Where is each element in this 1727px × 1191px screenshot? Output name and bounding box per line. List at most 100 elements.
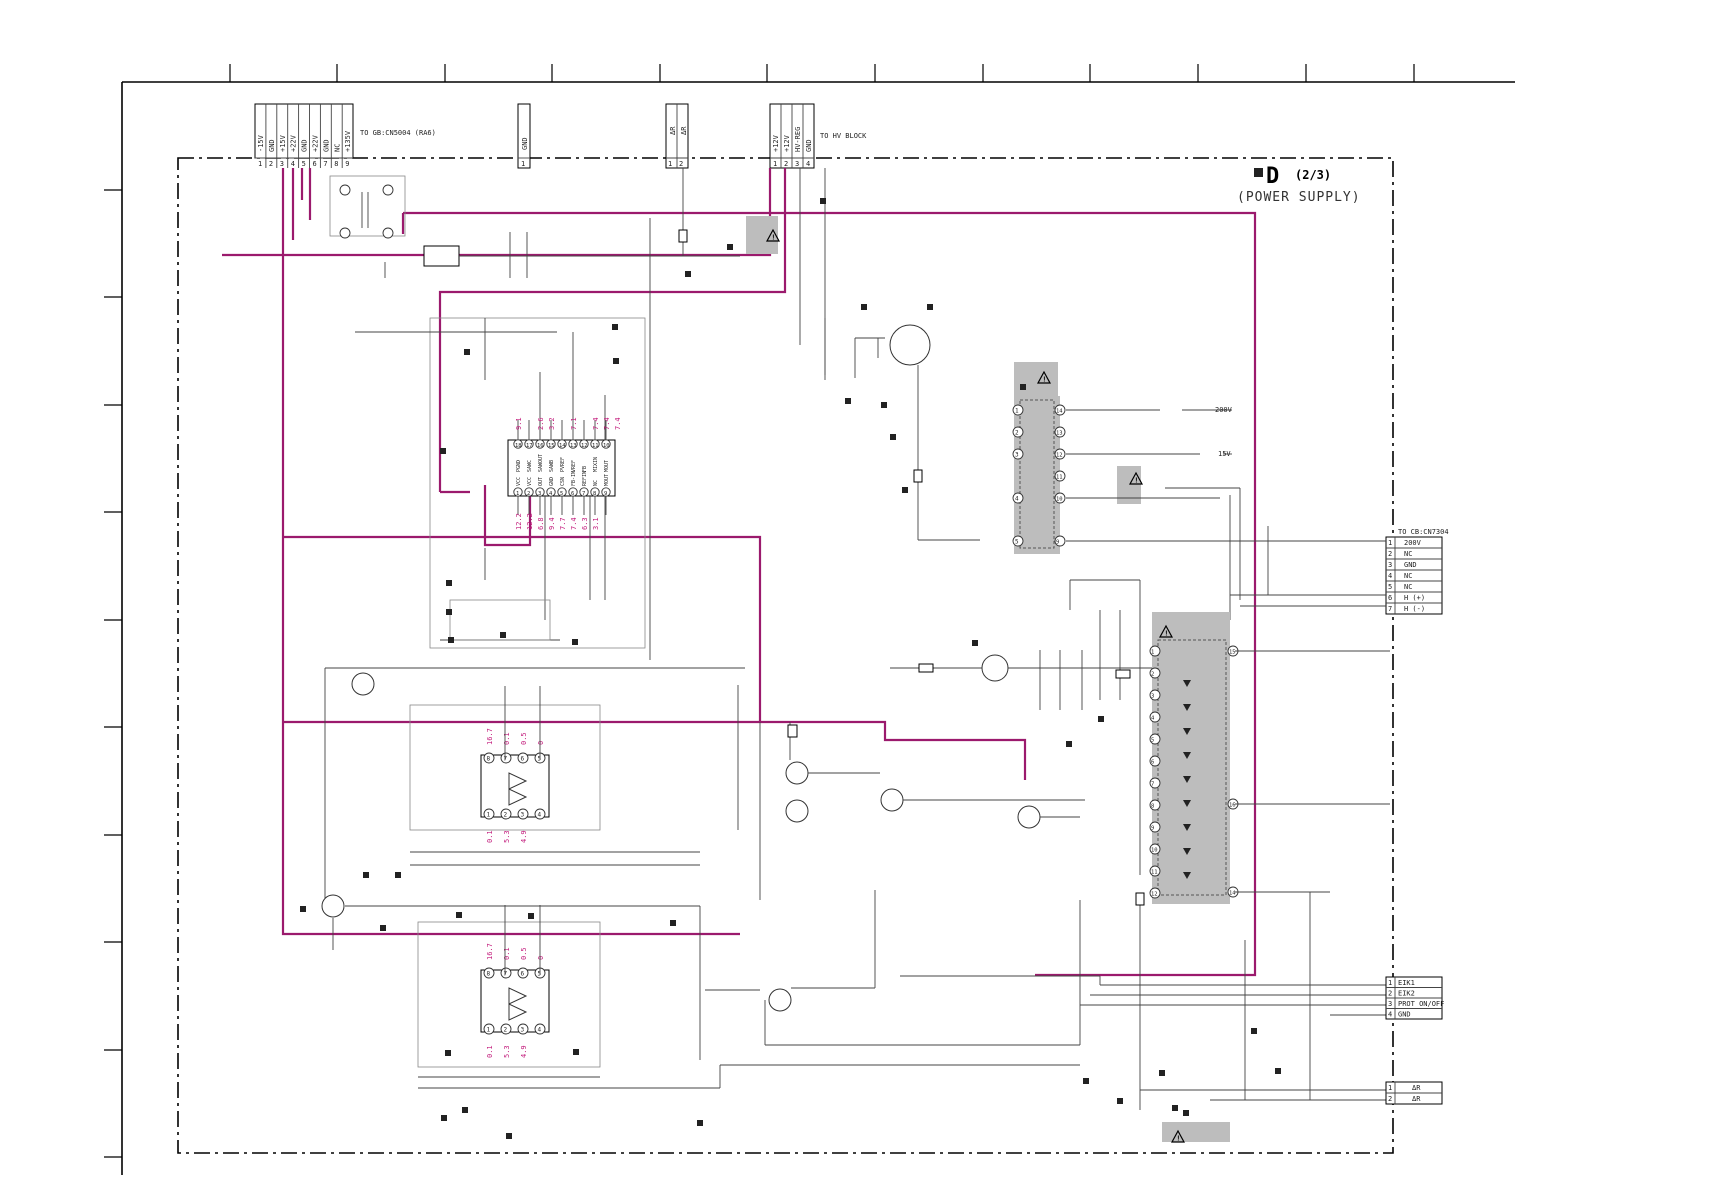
svg-text:1: 1 xyxy=(516,491,519,497)
connector-pin-number: 3 xyxy=(1388,561,1392,569)
svg-text:10: 10 xyxy=(603,443,610,449)
connector-pin-label: NC xyxy=(1404,583,1412,591)
svg-text:9: 9 xyxy=(1151,826,1154,832)
ic-pin-label: FB-IN xyxy=(571,471,577,486)
connector-pin-label: NC xyxy=(1404,572,1412,580)
connector-pin-number: 8 xyxy=(334,160,338,168)
connector-pin-number: 4 xyxy=(291,160,295,168)
part-marker xyxy=(464,349,470,355)
connector-note-cb: TO CB:CN7304 xyxy=(1398,528,1449,536)
svg-text:3: 3 xyxy=(538,491,541,497)
part-marker xyxy=(881,402,887,408)
svg-text:8: 8 xyxy=(593,491,596,497)
svg-text:2: 2 xyxy=(527,491,530,497)
connector-pin-number: 3 xyxy=(280,160,284,168)
part-marker xyxy=(445,1050,451,1056)
svg-text:7: 7 xyxy=(504,756,508,763)
ic-pin-label: SAWB xyxy=(549,460,555,472)
connector-pin-number: 6 xyxy=(313,160,317,168)
part-marker xyxy=(448,637,454,643)
voltage-reading: 6.3 xyxy=(581,517,589,530)
connector-pin-number: 3 xyxy=(795,160,799,168)
svg-text:6: 6 xyxy=(571,491,574,497)
part-marker xyxy=(845,398,851,404)
connector-pin-label: GND xyxy=(268,139,276,152)
svg-text:1: 1 xyxy=(1015,408,1019,415)
connector-pin-number: 1 xyxy=(1388,1084,1392,1092)
block-subtitle: (POWER SUPPLY) xyxy=(1237,190,1361,205)
ic-pin-label: VREF xyxy=(571,460,577,472)
part-marker xyxy=(456,912,462,918)
connector-pin-label: GND xyxy=(1404,561,1417,569)
connector-pin-number: 4 xyxy=(1388,572,1392,580)
part-marker xyxy=(612,324,618,330)
connector-pin-number: 9 xyxy=(345,160,349,168)
svg-text:16: 16 xyxy=(537,443,544,449)
part-marker xyxy=(670,920,676,926)
connector-pin-number: 5 xyxy=(1388,583,1392,591)
svg-text:14: 14 xyxy=(1056,409,1063,415)
svg-text:9: 9 xyxy=(604,491,607,497)
connector-pin-label: +15V xyxy=(279,134,287,152)
output-200v-label: 200V xyxy=(1215,406,1233,414)
connector-pin-number: 6 xyxy=(1388,594,1392,602)
part-marker xyxy=(395,872,401,878)
voltage-reading: 0.1 xyxy=(503,732,511,745)
part-marker xyxy=(1066,741,1072,747)
part-marker xyxy=(697,1120,703,1126)
connector-note-hv: TO HV BLOCK xyxy=(820,132,867,140)
connector-pin-label: EIK1 xyxy=(1398,979,1415,987)
warning-icon xyxy=(1170,1129,1186,1143)
connector-pin-label: GND xyxy=(805,139,813,152)
warning-icon xyxy=(1036,370,1052,384)
warning-icon xyxy=(1128,471,1144,485)
voltage-reading: 7.4 xyxy=(614,417,622,430)
connector-pin-label: +12V xyxy=(772,134,780,152)
safety-warning-icons: !!!!! xyxy=(765,228,1186,1143)
svg-text:2: 2 xyxy=(1015,430,1019,437)
connector-pin-number: 2 xyxy=(1388,550,1392,558)
svg-text:4: 4 xyxy=(538,812,542,819)
connector-pin-label: +22V xyxy=(290,134,298,152)
svg-text:4: 4 xyxy=(538,1027,542,1034)
svg-text:!: ! xyxy=(1164,630,1168,638)
svg-text:4: 4 xyxy=(1151,716,1155,722)
part-marker xyxy=(972,640,978,646)
warning-icon xyxy=(1158,624,1174,638)
voltage-reading: 6.8 xyxy=(537,517,545,530)
block-sheet: (2/3) xyxy=(1295,168,1331,182)
connector-pin-number: 2 xyxy=(1388,990,1392,998)
svg-text:11: 11 xyxy=(1056,475,1063,481)
svg-text:ΔR: ΔR xyxy=(680,126,688,135)
svg-text:8: 8 xyxy=(1151,804,1154,810)
part-marker xyxy=(820,198,826,204)
ic-pin-label: MOUT xyxy=(604,460,610,472)
ic-pin-label: PVREF xyxy=(560,457,566,472)
svg-text:9: 9 xyxy=(1056,540,1059,546)
switching-mosfet-section xyxy=(824,236,980,541)
svg-text:!: ! xyxy=(1042,376,1046,384)
svg-text:12: 12 xyxy=(1056,453,1063,459)
part-marker xyxy=(1159,1070,1165,1076)
ic-pin-label: MIXIN xyxy=(593,457,599,472)
svg-text:1: 1 xyxy=(487,812,491,819)
pwm-controller-section: 18PGND17SAWC16SAWOUT15SAWB14PVREF13VREF1… xyxy=(355,317,646,649)
connector-ar: ΔR ΔR 1 2 xyxy=(665,103,689,169)
svg-text:ΔR: ΔR xyxy=(669,126,677,135)
part-marker xyxy=(1098,716,1104,722)
part-markers xyxy=(300,198,1281,1139)
part-marker xyxy=(440,448,446,454)
voltage-reading: 0.1 xyxy=(503,947,511,960)
part-marker xyxy=(528,913,534,919)
ic-pin-label: SAWOUT xyxy=(538,454,544,472)
svg-text:12: 12 xyxy=(1151,892,1158,898)
part-marker xyxy=(902,487,908,493)
block-letter: D xyxy=(1266,164,1279,189)
ic-pin-label: VCC xyxy=(527,477,533,486)
ic-pin-label: REFIN xyxy=(582,471,588,486)
svg-text:8: 8 xyxy=(487,971,491,978)
voltage-reading: 9.4 xyxy=(548,517,556,530)
